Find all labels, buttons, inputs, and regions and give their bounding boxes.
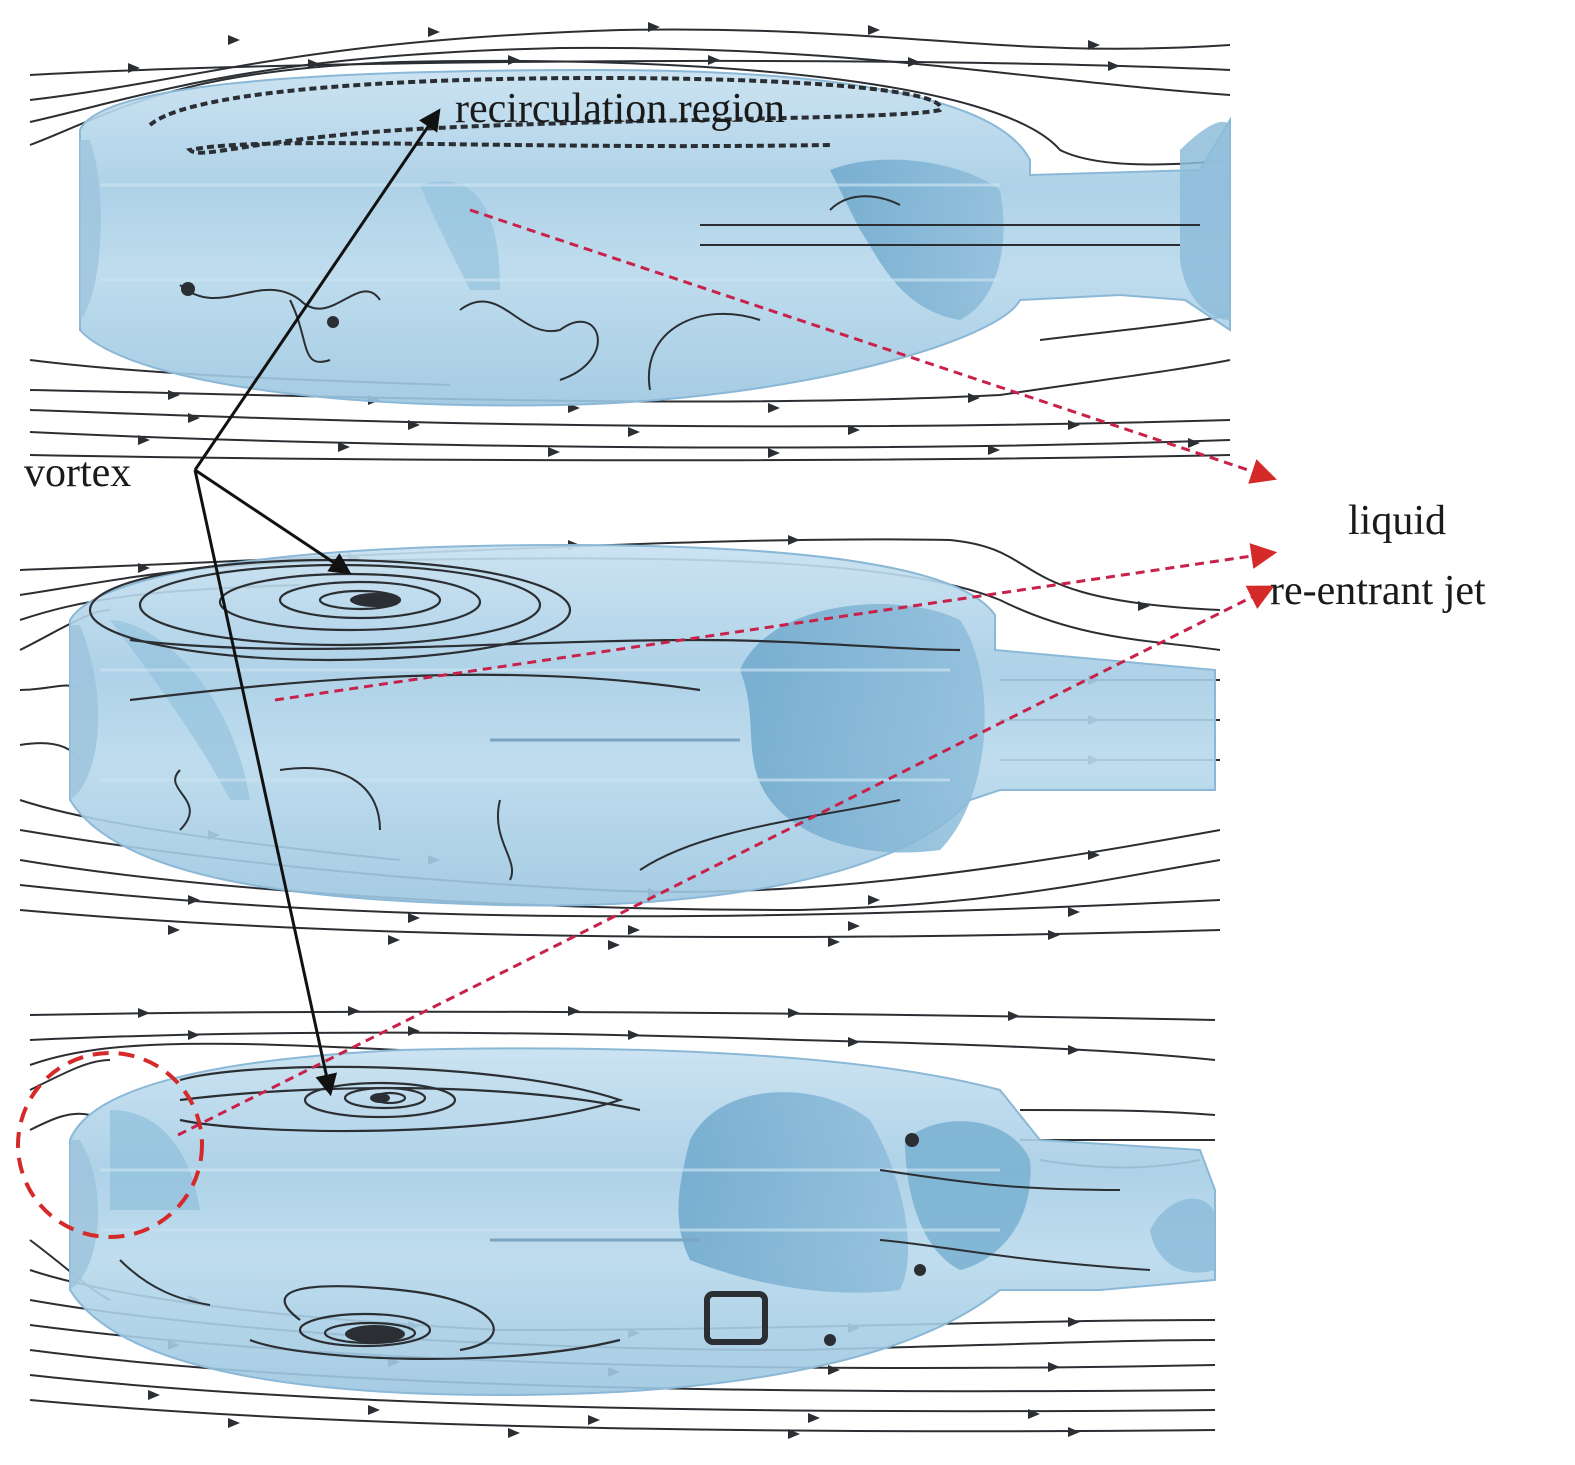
arrow-to-recirculation bbox=[193, 108, 441, 471]
cavity-body bbox=[69, 1047, 1216, 1397]
small-vortex-dot bbox=[905, 1133, 919, 1147]
inner-streamlines bbox=[179, 195, 1200, 391]
vortex-spiral bbox=[88, 558, 961, 702]
lower-vortex-spiral bbox=[249, 1285, 621, 1361]
jet-arrow-panel2 bbox=[274, 543, 1278, 702]
liquid-label: liquid bbox=[1348, 498, 1447, 544]
cavity-panel-2 bbox=[19, 535, 1221, 950]
inner-streamlines bbox=[174, 767, 901, 881]
small-vortex-dot bbox=[327, 316, 339, 328]
cavity-body bbox=[69, 543, 1216, 907]
cavity-body bbox=[79, 68, 1231, 407]
cavity-panel-1 bbox=[29, 22, 1231, 462]
jet-arrow-panel1 bbox=[469, 208, 1277, 484]
vortex-core bbox=[350, 593, 400, 607]
small-vortex-dot bbox=[181, 282, 195, 296]
small-vortex-dot bbox=[824, 1334, 836, 1346]
stream-arrowheads bbox=[128, 22, 1200, 458]
small-vortex-dot bbox=[914, 1264, 926, 1276]
inner-streamlines bbox=[119, 1169, 1151, 1306]
square-vortex bbox=[704, 1291, 768, 1345]
vortex-core bbox=[370, 1093, 390, 1103]
reentrant-jet-arrows bbox=[177, 208, 1278, 1137]
recirculation-region-label: recirculation region bbox=[455, 86, 786, 132]
vortex-spiral bbox=[179, 1065, 641, 1133]
cavity-panel-3 bbox=[16, 1006, 1216, 1439]
lower-vortex-core bbox=[345, 1325, 405, 1343]
jet-arrow-panel3 bbox=[177, 585, 1275, 1137]
arrow-to-vortex-panel2 bbox=[194, 468, 352, 575]
vortex-pointer-arrows bbox=[193, 108, 441, 1097]
closure-highlight-circle bbox=[16, 1051, 204, 1239]
vortex-label: vortex bbox=[24, 450, 132, 496]
reentrant-jet-label: re-entrant jet bbox=[1270, 568, 1486, 614]
arrow-to-vortex-panel3 bbox=[193, 469, 338, 1097]
